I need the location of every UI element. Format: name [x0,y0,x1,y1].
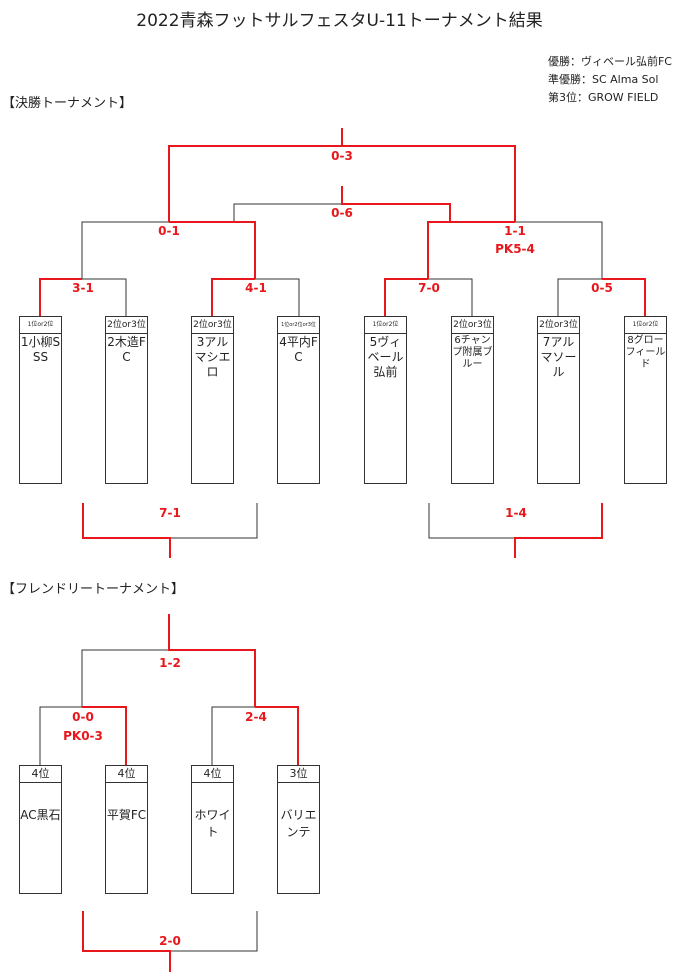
line-winner [602,278,646,316]
line-winner [82,503,171,558]
score-quarterfinal-2: 4-1 [245,281,267,295]
line-loser [515,221,603,279]
friendly-tournament-heading: 【フレンドリートーナメント】 [2,582,185,597]
team-box: 1位or2位or3位 4平内FC [277,316,320,484]
line-loser [39,706,82,765]
team-name: AC黒石 [20,808,61,822]
team-seed: 4位 [106,766,147,783]
line-loser [170,911,258,952]
score-final: 0-3 [331,149,353,163]
line-loser [233,203,342,222]
score-friendly-r1-left-pk: PK0-3 [63,729,103,743]
score-consolation-left: 7-1 [159,506,181,520]
line-winner [39,278,82,316]
score-quarterfinal-1: 3-1 [72,281,94,295]
team-name: 8グローフィールド [625,335,666,370]
team-box: 2位or3位 2木造FC [105,316,148,484]
score-friendly-consolation: 2-0 [159,934,181,948]
runner-up-text: 準優勝：SC Alma Sol [547,73,659,86]
score-third-place: 0-6 [331,206,353,220]
team-seed: 3位 [278,766,319,783]
team-box: 2位or3位 3アルマシエロ [191,316,234,484]
score-semifinal-2: 1-1 [504,224,526,238]
line-loser [428,503,515,539]
team-seed: 1位or2位or3位 [278,317,319,334]
team-name: 6チャンプ附属ブルー [452,335,493,370]
score-consolation-right: 1-4 [505,506,527,520]
team-seed: 1位or2位 [625,317,666,334]
line-winner [255,706,299,765]
line-winner [341,186,451,222]
team-seed: 4位 [20,766,61,783]
line-loser [211,706,255,765]
team-box: 3位 バリエンテ [277,765,320,894]
champion-text: 優勝：ヴィベール弘前FC [547,55,672,68]
team-name: 1小柳SSS [20,335,61,364]
score-friendly-r1-right: 2-4 [245,710,267,724]
line-winner [384,278,428,316]
team-name: バリエンテ [280,808,317,839]
line-winner [168,614,256,707]
team-box: 1位or2位 8グローフィールド [624,316,667,484]
team-seed: 2位or3位 [192,317,233,334]
line-winner [82,911,171,972]
team-name: 2木造FC [107,335,146,364]
team-seed: 1位or2位 [365,317,406,334]
team-seed: 2位or3位 [538,317,579,334]
line-loser [428,278,473,316]
team-name: ホワイト [194,808,231,839]
team-box: 1位or2位 5ヴィベール弘前 [364,316,407,484]
team-seed: 4位 [192,766,233,783]
line-winner [427,221,515,279]
line-loser [81,221,169,279]
line-loser [557,278,602,316]
line-winner [514,503,603,558]
line-loser [255,278,300,316]
line-loser [82,278,127,316]
team-name: 平賀FC [106,808,147,822]
main-tournament-heading: 【決勝トーナメント】 [2,96,133,111]
team-name: 4平内FC [279,335,318,364]
team-box: 2位or3位 7アルマソール [537,316,580,484]
line-loser [81,649,169,707]
line-winner [341,128,516,222]
score-semifinal-1: 0-1 [158,224,180,238]
line-winner [169,221,256,279]
line-winner [211,278,255,316]
score-quarterfinal-3: 7-0 [418,281,440,295]
team-name: 7アルマソール [540,335,577,379]
team-box: 4位 平賀FC [105,765,148,894]
team-box: 4位 AC黒石 [19,765,62,894]
score-friendly-r1-left: 0-0 [72,710,94,724]
page-title: 2022青森フットサルフェスタU-11トーナメント結果 [136,11,543,31]
team-name: 3アルマシエロ [194,335,231,379]
team-seed: 1位or2位 [20,317,61,334]
team-name: 5ヴィベール弘前 [367,335,404,379]
team-box: 4位 ホワイト [191,765,234,894]
third-place-text: 第3位：GROW FIELD [547,91,659,104]
results-summary: 優勝：ヴィベール弘前FC 準優勝：SC Alma Sol 第3位：GROW FI… [548,53,672,107]
line-winner [168,145,342,222]
line-winner [82,706,127,765]
team-seed: 2位or3位 [452,317,493,334]
score-semifinal-2-pk: PK5-4 [495,242,535,256]
line-loser [170,503,258,539]
team-box: 2位or3位 6チャンプ附属ブルー [451,316,494,484]
team-seed: 2位or3位 [106,317,147,334]
score-friendly-final: 1-2 [159,656,181,670]
team-box: 1位or2位 1小柳SSS [19,316,62,484]
score-quarterfinal-4: 0-5 [591,281,613,295]
